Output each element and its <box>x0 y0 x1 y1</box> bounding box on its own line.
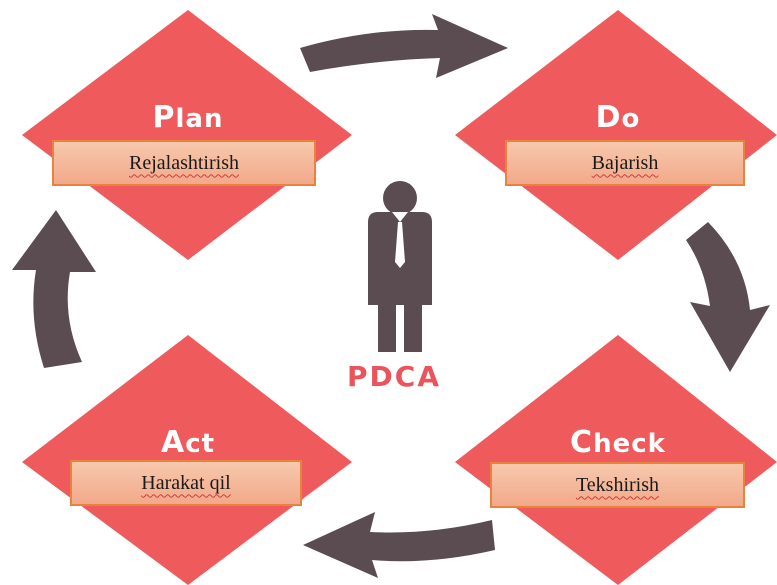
arrow-plan-to-do <box>300 14 508 78</box>
do-label: Bajarish <box>591 151 659 174</box>
check-label-box: Tekshirish <box>490 462 745 508</box>
check-diamond <box>455 335 777 585</box>
plan-label: Rejalashtirish <box>129 151 239 174</box>
arrow-check-to-act <box>303 512 495 578</box>
plan-label-box: Rejalashtirish <box>52 140 316 186</box>
do-title: Do <box>595 100 641 135</box>
arrow-act-to-plan <box>12 210 96 368</box>
do-diamond <box>455 10 777 260</box>
act-label-box: Harakat qil <box>70 460 302 506</box>
plan-title: Plan <box>152 100 224 135</box>
businessman-icon <box>368 181 432 352</box>
act-title: Act <box>160 425 216 460</box>
act-label: Harakat qil <box>141 471 231 494</box>
check-title: Check <box>570 425 666 460</box>
center-label: PDCA <box>347 360 441 393</box>
plan-diamond <box>22 10 352 260</box>
arrow-do-to-check <box>686 222 770 372</box>
do-label-box: Bajarish <box>505 140 745 186</box>
check-label: Tekshirish <box>575 473 660 496</box>
